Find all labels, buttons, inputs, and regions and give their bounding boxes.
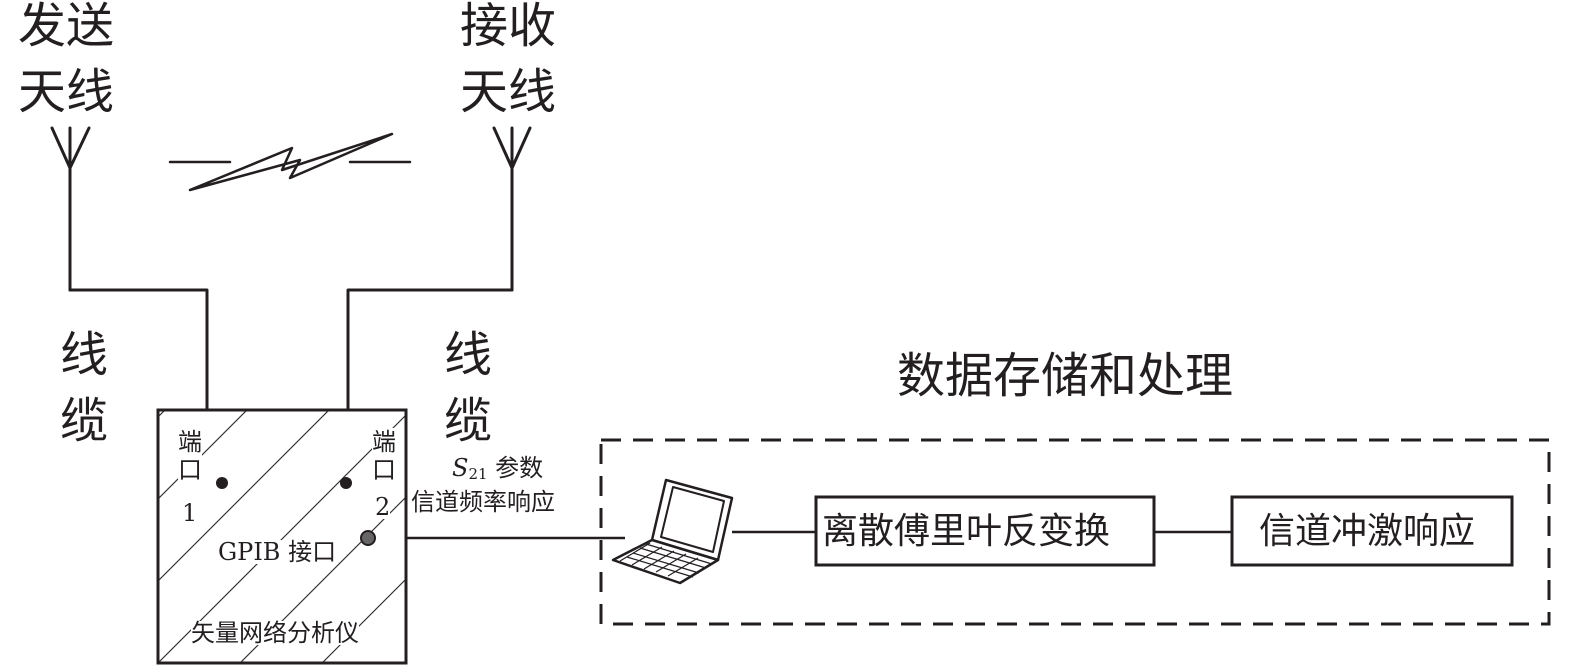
s21-param-label: S21 参数 [452, 456, 543, 482]
cable-right-line [346, 288, 514, 412]
tx-antenna-label-line1: 发送 [18, 0, 115, 54]
laptop-icon [611, 478, 734, 585]
port1-dot [216, 477, 228, 489]
rx-antenna-icon [492, 126, 532, 292]
rx-antenna-label-line1: 接收 [460, 0, 557, 54]
gpib-interface-label: GPIB 接口 [218, 538, 337, 566]
processing-region [599, 438, 1551, 626]
processing-title: 数据存储和处理 [897, 348, 1234, 404]
rx-antenna-label-line2: 天线 [460, 64, 557, 120]
s21-rest: 参数 [487, 454, 544, 482]
port2-number-label: 2 [375, 493, 391, 521]
port2-word-label: 端口 [372, 428, 396, 484]
port1-word-label: 端口 [178, 428, 202, 484]
dft-label: 离散傅里叶反变换 [822, 511, 1111, 552]
cable-right-label: 线缆 [444, 327, 493, 449]
port1-number-label: 1 [182, 499, 198, 527]
tx-antenna-label-line2: 天线 [18, 64, 115, 120]
dft-box [814, 495, 1156, 567]
cable-left-label: 线缆 [60, 327, 109, 449]
tx-antenna-icon [50, 126, 91, 292]
port2-dot [340, 477, 352, 489]
gpib-port-dot [360, 530, 376, 546]
s21-subscript: 21 [468, 465, 488, 483]
cir-label: 信道冲激响应 [1259, 511, 1476, 552]
cable-left-line [68, 288, 209, 412]
channel-frequency-response-label: 信道频率响应 [411, 488, 555, 516]
vna-box [156, 408, 408, 665]
vna-name-label: 矢量网络分析仪 [191, 619, 359, 647]
s21-symbol: S [452, 454, 469, 482]
lightning-link-icon [168, 132, 412, 192]
cir-box [1230, 495, 1514, 567]
